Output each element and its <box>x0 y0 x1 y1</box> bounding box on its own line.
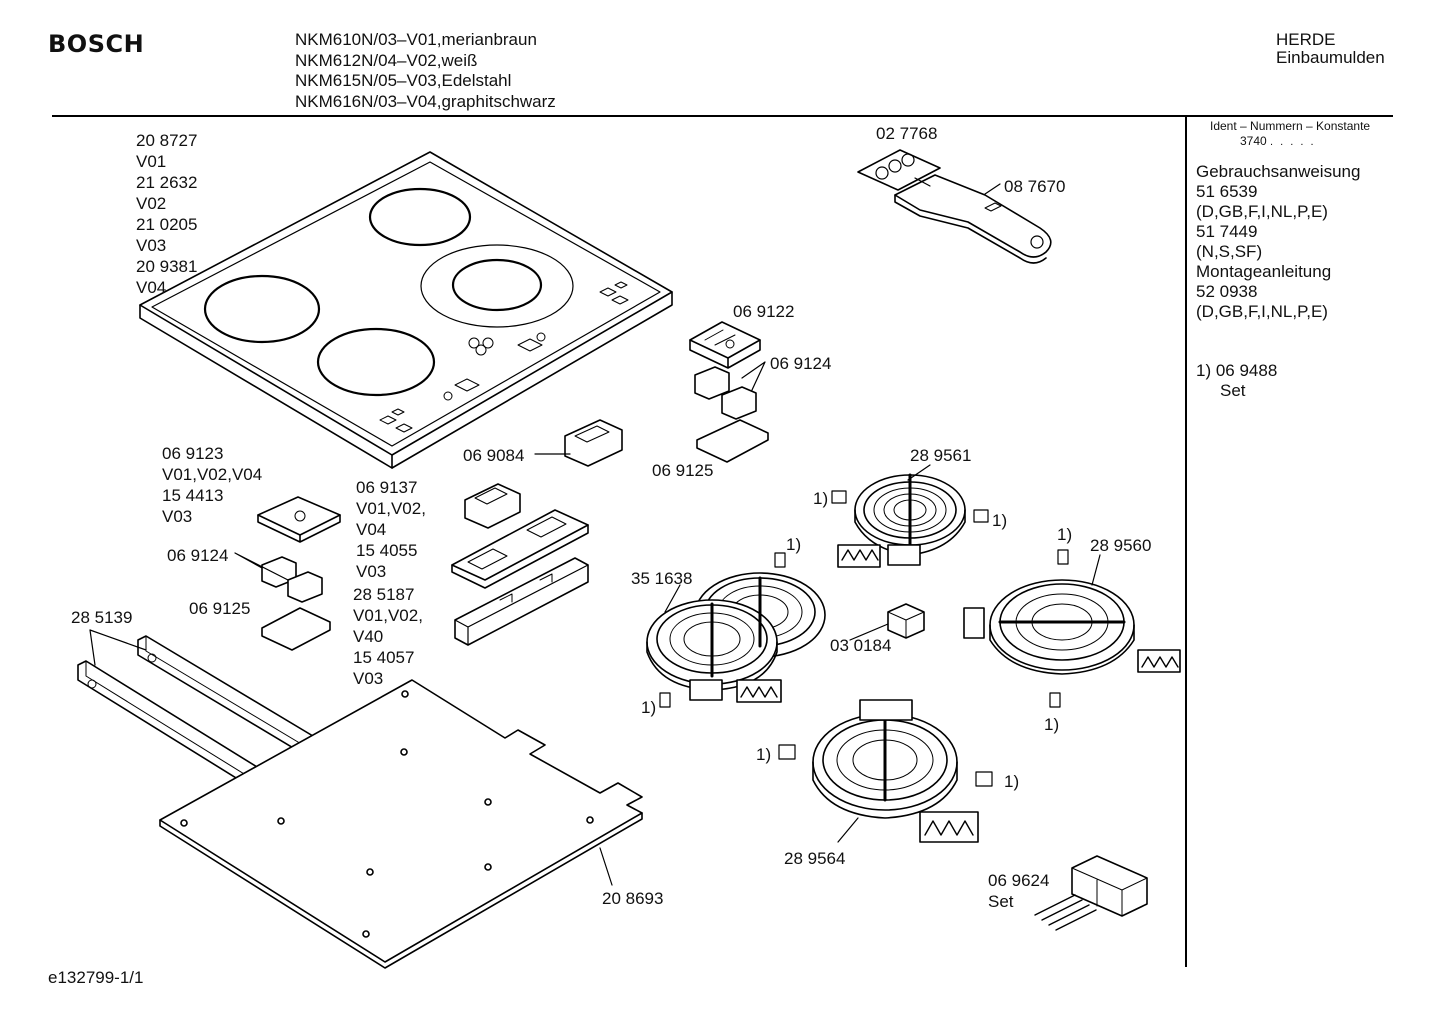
doc-line: 52 0938 <box>1196 282 1258 301</box>
heater-right <box>963 549 1181 708</box>
brand-logo: BOSCH <box>48 30 145 58</box>
footnote-marker: 1) <box>641 698 657 717</box>
switch-pair-right-label: 06 9124 <box>770 354 832 373</box>
scraper-label: 08 7670 <box>1004 177 1066 196</box>
ident-title: Ident – Nummern – Konstante <box>1210 119 1371 133</box>
board-group-1-label: 06 9137 V01,V02, V04 15 4055 V03 <box>356 477 426 582</box>
doc-line: 51 6539 <box>1196 182 1258 201</box>
doc-line: (D,GB,F,I,NL,P,E) <box>1196 302 1328 321</box>
bottom-plate <box>159 679 643 969</box>
switch-group-left <box>257 496 341 651</box>
doc-line: Montageanleitung <box>1196 262 1332 281</box>
part-variant: V04 <box>356 520 387 539</box>
heater-top-label: 28 9561 <box>910 446 972 465</box>
part-variant: V02 <box>136 194 167 213</box>
part-number: 15 4055 <box>356 541 418 560</box>
relay-label: 03 0184 <box>830 636 892 655</box>
switch-module-center <box>464 419 623 529</box>
part-variant: V01,V02, <box>356 499 426 518</box>
scraper-blade-label: 02 7768 <box>876 124 938 143</box>
heater-bottom-label: 28 9564 <box>784 849 846 868</box>
heater-bottom <box>778 699 993 843</box>
footnote-marker: 1) <box>786 535 802 554</box>
part-number: 15 4057 <box>353 648 415 667</box>
part-number: 06 9123 <box>162 444 224 463</box>
part-number: 06 9624 <box>988 871 1050 890</box>
part-variant: V04 <box>136 278 167 297</box>
set-note: 1) 06 9488 Set <box>1196 361 1277 401</box>
control-boards <box>451 509 589 646</box>
heater-dual <box>646 552 826 708</box>
left-cover-label: 06 9123 V01,V02,V04 15 4413 V03 <box>162 443 262 527</box>
leader-lines <box>89 177 1101 886</box>
part-variant: V03 <box>356 562 387 581</box>
model-line: NKM615N/05–V03,Edelstahl <box>295 71 512 90</box>
switch-group-right <box>689 321 769 463</box>
scraper-set <box>857 149 1052 264</box>
category-line-2: Einbaumulden <box>1276 48 1385 67</box>
part-number: 28 5187 <box>353 585 415 604</box>
switch-cover-label: 06 9122 <box>733 302 795 321</box>
doc-line: Gebrauchsanweisung <box>1196 162 1361 181</box>
drawing-id: e132799-1/1 <box>48 968 144 987</box>
bottom-plate-label: 20 8693 <box>602 889 664 908</box>
cooktop-panel <box>139 151 673 469</box>
doc-line: 51 7449 <box>1196 222 1258 241</box>
terminal-block <box>1034 855 1148 931</box>
footnote-marker: 1) <box>1044 715 1060 734</box>
heater-dual-label: 35 1638 <box>631 569 693 588</box>
part-variant: Set <box>988 892 1014 911</box>
ident-value-number: 3740 <box>1240 134 1267 148</box>
part-number: 21 0205 <box>136 215 198 234</box>
part-variant: V01,V02,V04 <box>162 465 263 484</box>
set-label: Set <box>1220 381 1246 400</box>
relay <box>887 603 925 639</box>
part-number: 20 9381 <box>136 257 198 276</box>
heater-right-label: 28 9560 <box>1090 536 1152 555</box>
doc-line: (N,S,SF) <box>1196 242 1263 261</box>
part-variant: V03 <box>353 669 384 688</box>
part-variant: V40 <box>353 627 384 646</box>
switch-base-right-label: 06 9125 <box>652 461 714 480</box>
part-variant: V01,V02, <box>353 606 423 625</box>
ident-dots: . . . . . <box>1270 136 1316 148</box>
board-group-2-label: 28 5187 V01,V02, V40 15 4057 V03 <box>353 584 423 689</box>
part-number: 15 4413 <box>162 486 224 505</box>
switch-module-center-label: 06 9084 <box>463 446 525 465</box>
documents-list: Gebrauchsanweisung 51 6539 (D,GB,F,I,NL,… <box>1196 162 1360 322</box>
sidebar-divider <box>1185 116 1187 967</box>
part-number: 21 2632 <box>136 173 198 192</box>
header-divider <box>52 115 1393 117</box>
footnote-marker: 1) <box>756 745 772 764</box>
switch-base-left-label: 06 9125 <box>189 599 251 618</box>
doc-line: (D,GB,F,I,NL,P,E) <box>1196 202 1328 221</box>
part-variant: V03 <box>162 507 193 526</box>
part-variant: V01 <box>136 152 167 171</box>
model-line: NKM616N/03–V04,graphitschwarz <box>295 91 556 111</box>
ident-value: 3740 . . . . . <box>1240 134 1316 149</box>
part-number: 20 8727 <box>136 131 198 150</box>
rail-label: 28 5139 <box>71 608 133 627</box>
heater-top <box>831 473 989 568</box>
footnote-marker: 1) <box>813 489 829 508</box>
switch-pair-left-label: 06 9124 <box>167 546 229 565</box>
model-line: NKM612N/04–V02,weiß <box>295 50 478 70</box>
footnote-marker: 1) <box>992 511 1008 530</box>
part-variant: V03 <box>136 236 167 255</box>
category-line-1: HERDE <box>1276 30 1336 49</box>
terminal-block-label: 06 9624 Set <box>988 870 1049 912</box>
model-list: NKM610N/03–V01,merianbraun NKM612N/04–V0… <box>295 30 556 112</box>
footnote-marker: 1) <box>1004 772 1020 791</box>
model-line: NKM610N/03–V01,merianbraun <box>295 30 537 49</box>
footnote-marker: 1) <box>1057 525 1073 544</box>
category-block: HERDE Einbaumulden <box>1276 31 1385 67</box>
cooktop-variants-label: 20 8727 V01 21 2632 V02 21 0205 V03 20 9… <box>136 130 197 298</box>
set-number: 1) 06 9488 <box>1196 361 1278 380</box>
part-number: 06 9137 <box>356 478 418 497</box>
